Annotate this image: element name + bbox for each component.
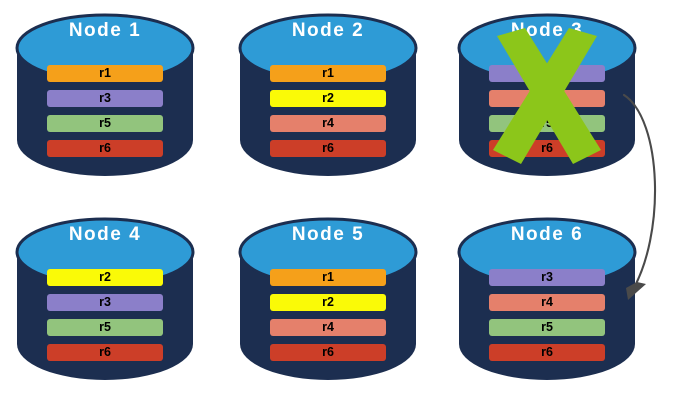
replica-bar-r1[interactable]: r1: [270, 269, 386, 286]
replica-bar-r1[interactable]: r1: [47, 65, 163, 82]
replica-bar-r1[interactable]: r1: [270, 65, 386, 82]
replica-bar-r6[interactable]: r6: [47, 344, 163, 361]
replica-bar-r2[interactable]: r2: [270, 90, 386, 107]
replica-bar-r5[interactable]: r5: [47, 319, 163, 336]
replica-bar-r5[interactable]: r5: [489, 115, 605, 132]
replica-bar-r6[interactable]: r6: [47, 140, 163, 157]
replica-bar-r2[interactable]: r2: [270, 294, 386, 311]
replica-bar-r4[interactable]: r4: [270, 115, 386, 132]
replica-bar-r6[interactable]: r6: [489, 140, 605, 157]
replica-bar-r5[interactable]: r5: [489, 319, 605, 336]
replica-list: r1 r2 r4 r6: [270, 65, 386, 165]
replica-bar-r4[interactable]: r4: [489, 294, 605, 311]
replica-bar-r4[interactable]: r4: [489, 90, 605, 107]
replica-bar-r6[interactable]: r6: [270, 344, 386, 361]
replica-list: r1 r3 r5 r6: [47, 65, 163, 165]
replica-list: r1 r2 r4 r6: [270, 269, 386, 369]
replica-bar-r6[interactable]: r6: [270, 140, 386, 157]
replica-bar-r5[interactable]: r5: [47, 115, 163, 132]
replica-list: r2 r3 r5 r6: [47, 269, 163, 369]
replica-bar-r3[interactable]: r3: [47, 90, 163, 107]
replica-bar-r4[interactable]: r4: [270, 319, 386, 336]
replica-bar-r3[interactable]: r3: [489, 269, 605, 286]
replica-bar-r3[interactable]: r3: [47, 294, 163, 311]
replica-list: r3 r4 r5 r6: [489, 65, 605, 165]
replica-bar-r3[interactable]: r3: [489, 65, 605, 82]
replica-bar-r6[interactable]: r6: [489, 344, 605, 361]
replica-list: r3 r4 r5 r6: [489, 269, 605, 369]
replica-bar-r2[interactable]: r2: [47, 269, 163, 286]
